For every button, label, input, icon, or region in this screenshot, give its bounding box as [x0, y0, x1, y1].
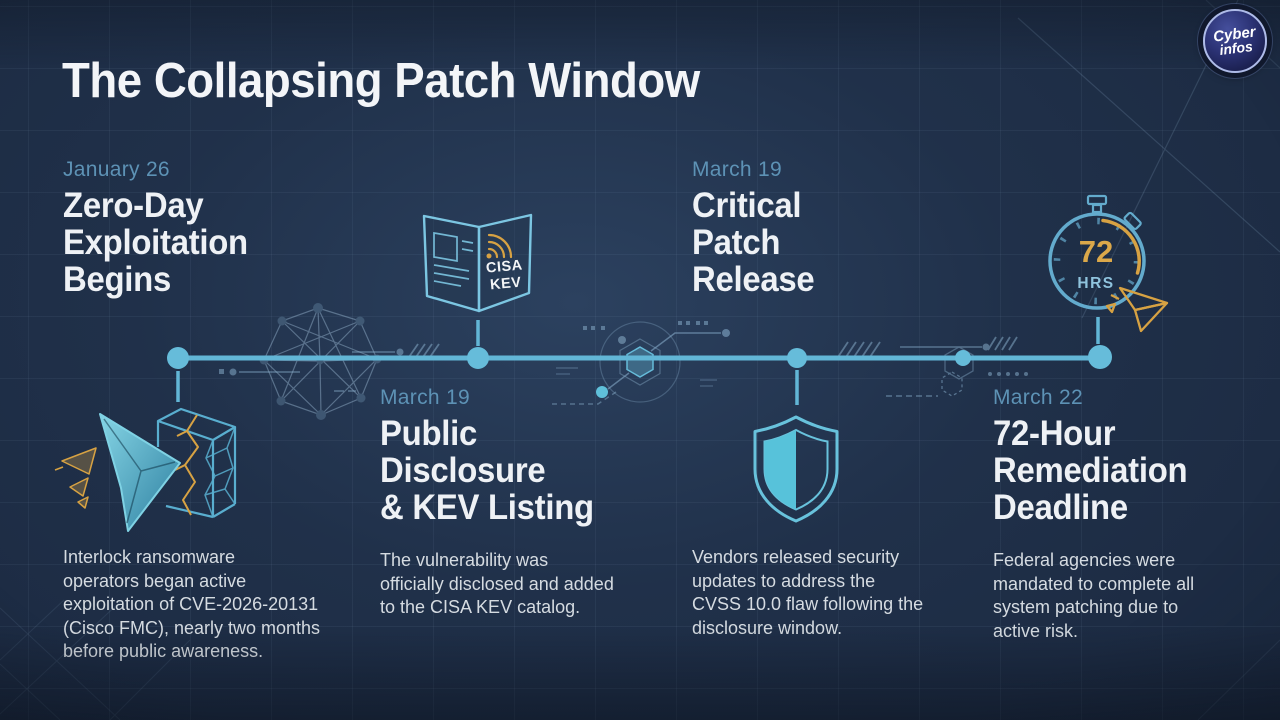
milestone-2-header: March 19 Public Disclosure & KEV Listing	[380, 385, 608, 526]
timeline-node-3	[787, 348, 807, 368]
half-shield-icon	[753, 415, 839, 523]
milestone-2-description: The vulnerability was officially disclos…	[380, 550, 614, 618]
milestone-2-date: March 19	[380, 386, 470, 409]
network-graph-decor	[259, 303, 382, 420]
brand-logo-text: Cyber infos	[1212, 23, 1257, 58]
milestone-1-header: January 26 Zero-Day Exploitation Begins	[63, 157, 260, 298]
booklet-label-line2: KEV	[489, 275, 522, 294]
brand-logo: Cyber infos	[1203, 9, 1267, 73]
milestone-4-description: Federal agencies were mandated to comple…	[993, 550, 1195, 641]
cisa-kev-booklet-icon: CISA KEV	[422, 213, 533, 313]
milestone-4-title: 72-Hour Remediation Deadline	[993, 414, 1188, 527]
milestone-2-title: Public Disclosure & KEV Listing	[380, 414, 594, 527]
milestone-3-header: March 19 Critical Patch Release	[692, 157, 822, 298]
milestone-4-header: March 22 72-Hour Remediation Deadline	[993, 385, 1200, 526]
timeline-node-2	[467, 347, 489, 369]
milestone-4-date: March 22	[993, 386, 1083, 409]
page-title: The Collapsing Patch Window	[62, 54, 700, 108]
shattered-cube-arrow-icon	[54, 407, 237, 532]
booklet-label-line1: CISA	[485, 257, 523, 276]
timeline-node-decor	[955, 350, 971, 366]
milestone-3-description: Vendors released security updates to add…	[692, 547, 924, 638]
timeline-node-4	[1088, 345, 1112, 369]
milestone-1-description: Interlock ransomware operators began act…	[63, 547, 321, 662]
milestone-1-date: January 26	[63, 158, 170, 181]
timeline-node-1	[167, 347, 189, 369]
milestone-3-title: Critical Patch Release	[692, 186, 815, 299]
stopwatch-value-label: 72	[1079, 234, 1113, 269]
milestone-3-date: March 19	[692, 158, 782, 181]
stopwatch-unit-label: HRS	[1077, 275, 1114, 292]
brand-name-line2: infos	[1218, 37, 1254, 58]
milestone-1-title: Zero-Day Exploitation Begins	[63, 186, 248, 299]
circuit-trace-decor-right	[700, 336, 1028, 397]
stopwatch-icon: 72 HRS	[1048, 194, 1169, 333]
